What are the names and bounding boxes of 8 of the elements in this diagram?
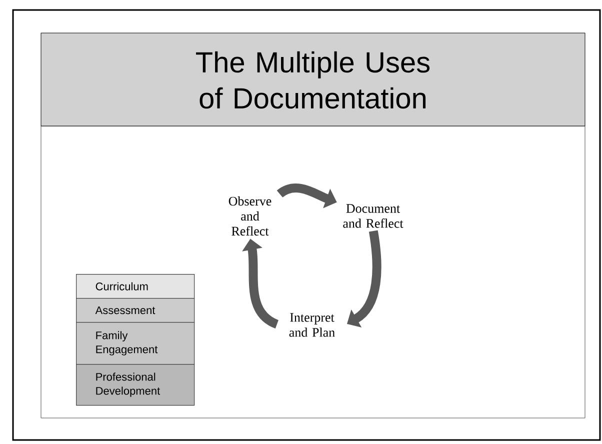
list-row: Family Engagement — [76, 322, 195, 365]
list-row: Professional Development — [76, 364, 195, 406]
list-row: Assessment — [76, 298, 195, 323]
list-row: Curriculum — [76, 274, 195, 299]
stage-label: Observe and Reflect — [228, 196, 272, 236]
title-band: The Multiple Uses of Documentation — [40, 32, 586, 126]
stage-label: Interpret and Plan — [289, 313, 335, 337]
stage-label: Document and Reflect — [343, 204, 404, 228]
